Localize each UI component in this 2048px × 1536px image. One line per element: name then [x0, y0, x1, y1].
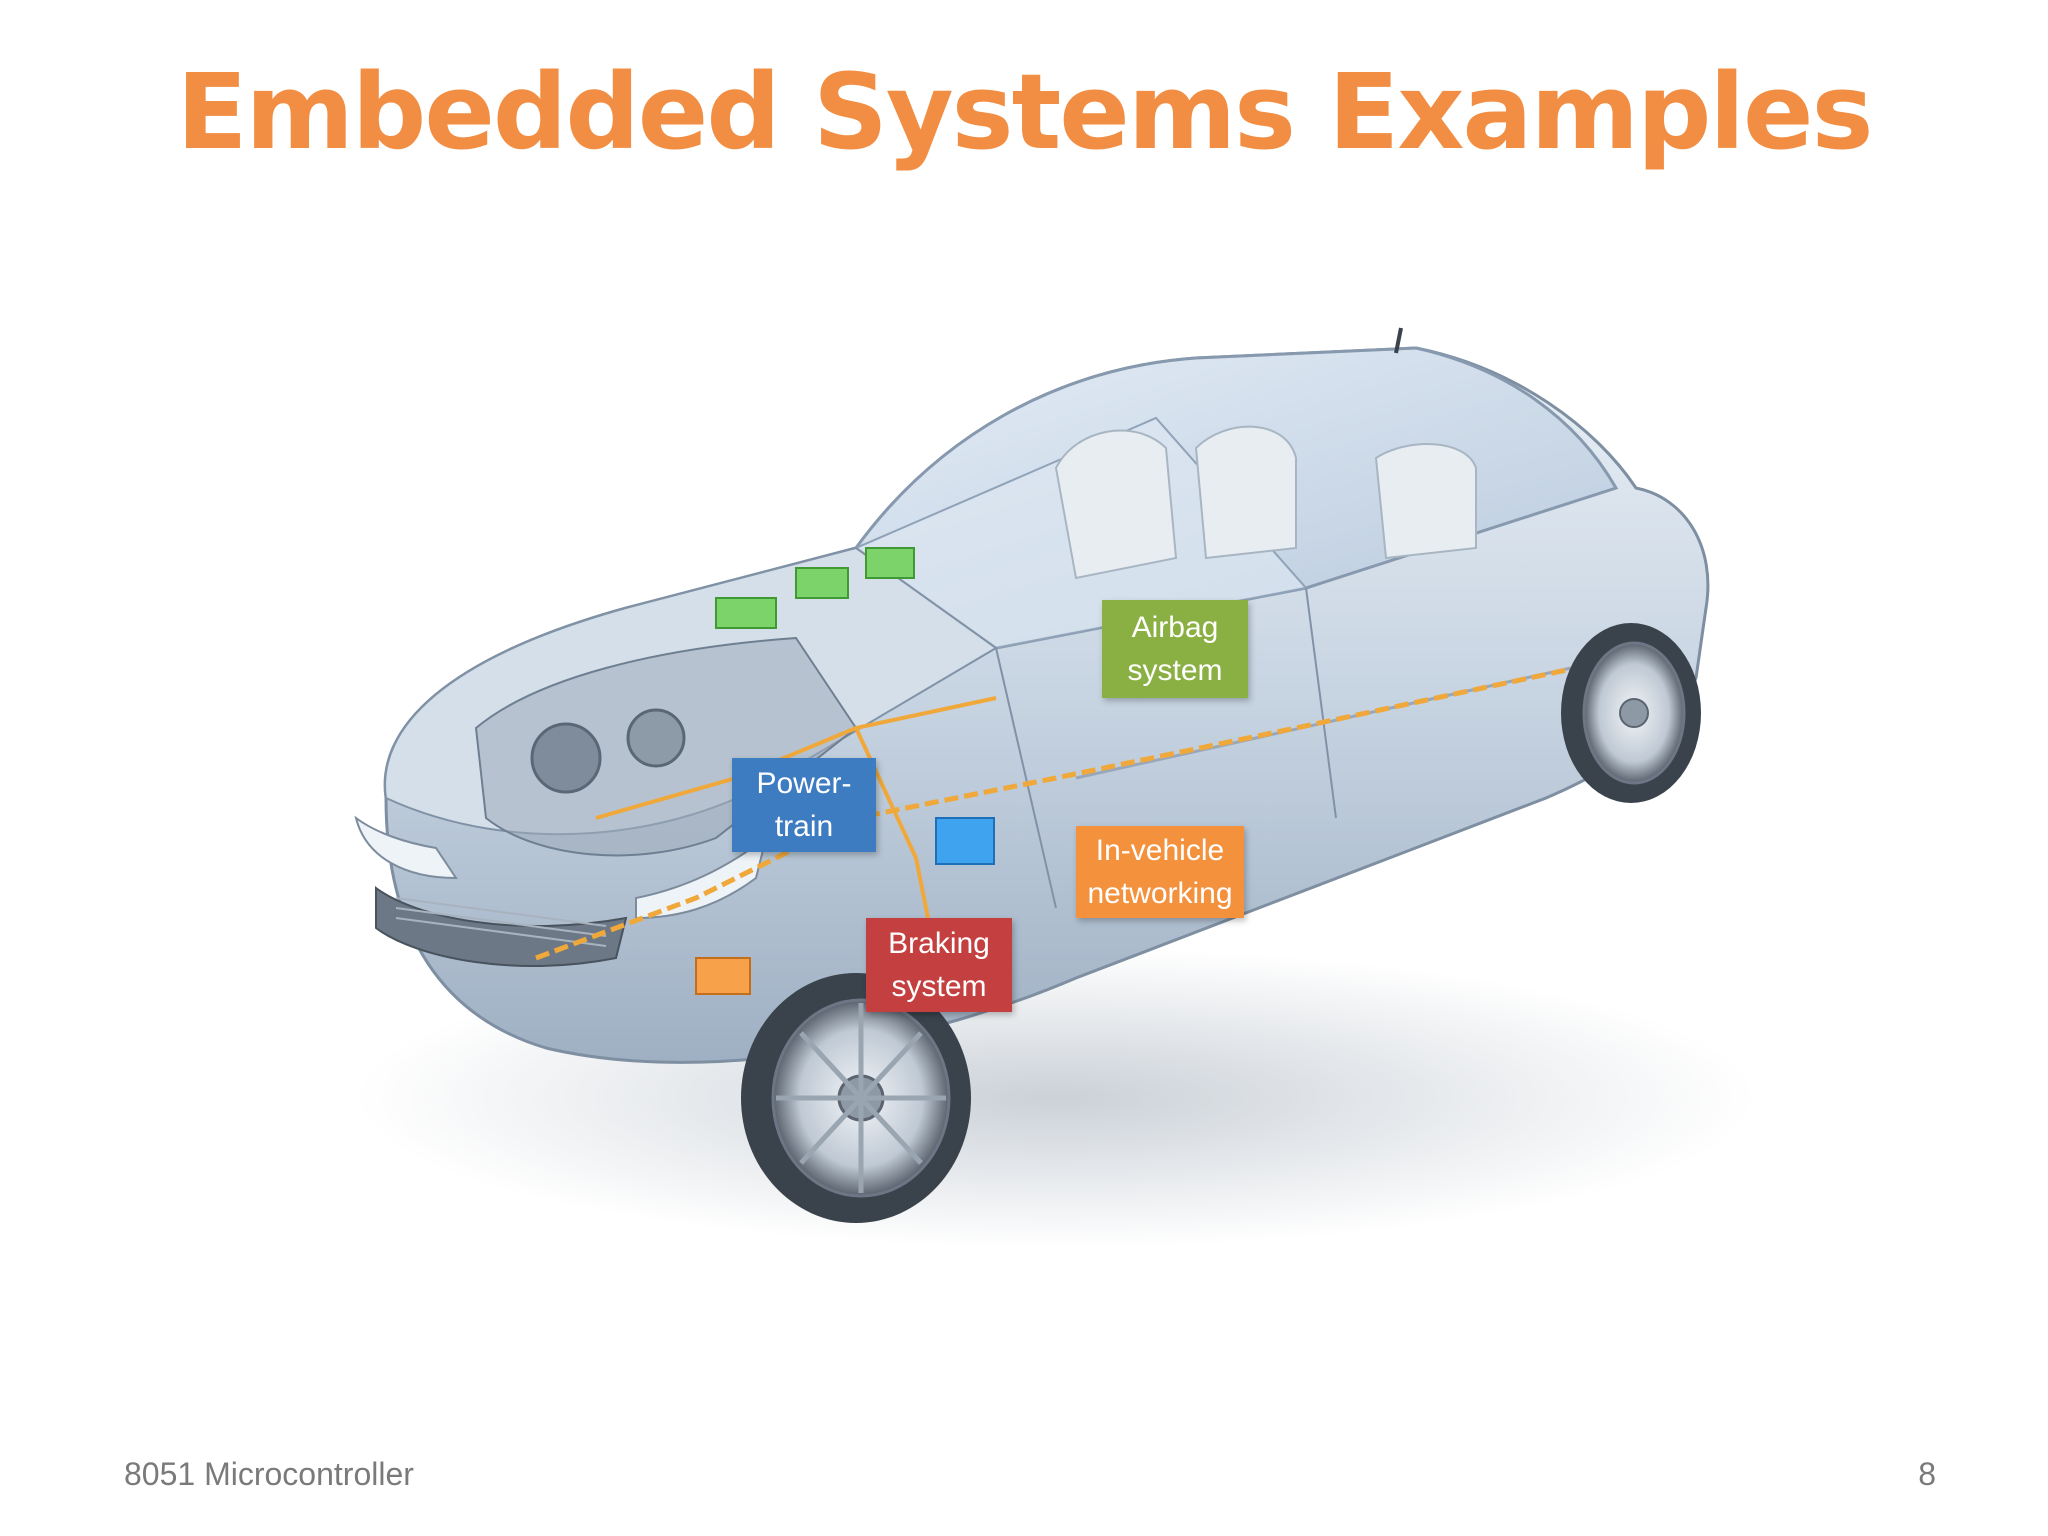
- slide-page-number: 8: [1918, 1456, 1936, 1492]
- car-cutaway-drawing: [354, 327, 1756, 1248]
- car-cutaway-illustration: Airbag system Power- train In-vehicle ne…: [296, 258, 1780, 1322]
- callout-airbag-system: Airbag system: [1102, 600, 1248, 698]
- callout-braking-system: Braking system: [866, 918, 1012, 1012]
- footer-course-name: 8051 Microcontroller: [124, 1456, 414, 1492]
- callout-in-vehicle-networking: In-vehicle networking: [1076, 826, 1244, 918]
- callout-powertrain: Power- train: [732, 758, 876, 852]
- slide-title: Embedded Systems Examples: [176, 51, 1874, 173]
